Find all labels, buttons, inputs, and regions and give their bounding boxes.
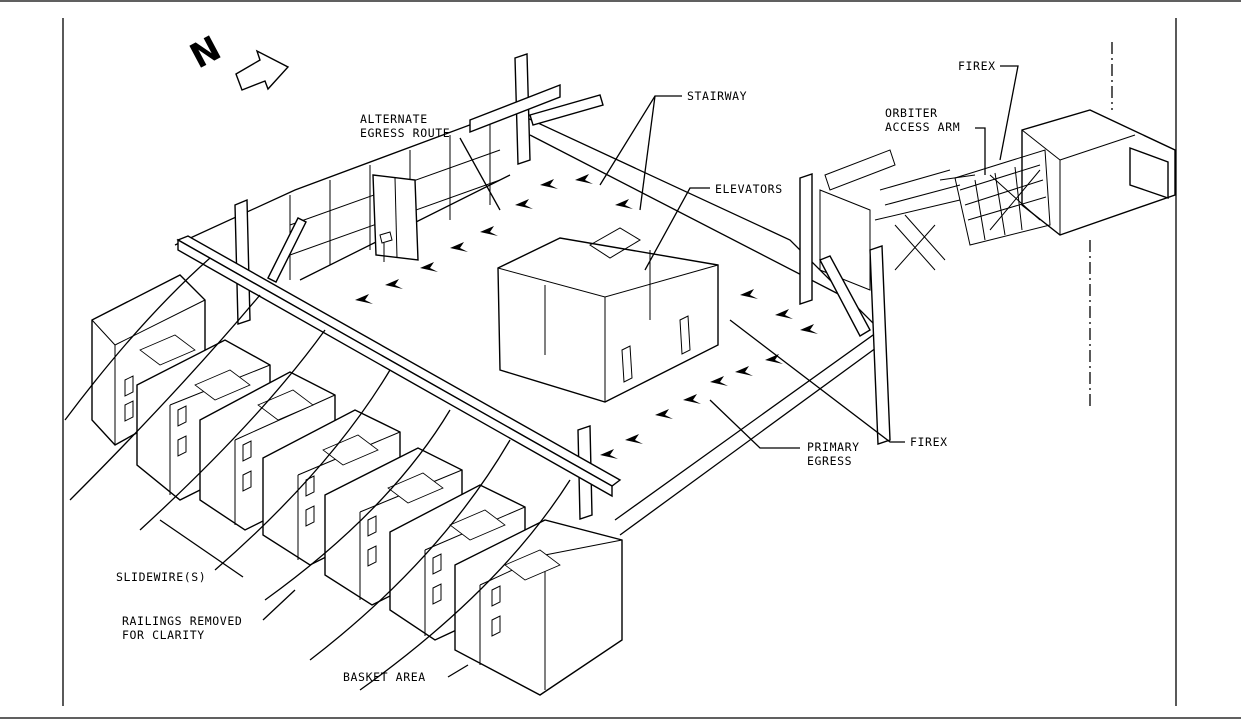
label-basket-area: BASKET AREA bbox=[343, 670, 426, 684]
elevator-house bbox=[497, 227, 719, 403]
label-stairway: STAIRWAY bbox=[687, 89, 747, 103]
north-letter: N bbox=[184, 28, 228, 77]
basket bbox=[454, 519, 623, 696]
label-primary-egress-2: EGRESS bbox=[807, 454, 852, 468]
label-alternate-egress-2: EGRESS ROUTE bbox=[360, 126, 450, 140]
label-firex-right: FIREX bbox=[910, 435, 948, 449]
escape-baskets bbox=[91, 274, 623, 696]
egress-chevron-icon bbox=[355, 174, 818, 459]
label-elevators: ELEVATORS bbox=[715, 182, 783, 196]
label-primary-egress-1: PRIMARY bbox=[807, 440, 860, 454]
orbiter-access-arm bbox=[939, 42, 1176, 410]
label-firex-top: FIREX bbox=[958, 59, 996, 73]
label-railings-1: RAILINGS REMOVED bbox=[122, 614, 242, 628]
label-alternate-egress-1: ALTERNATE bbox=[360, 112, 428, 126]
slidewires bbox=[64, 257, 571, 691]
label-orbiter-2: ACCESS ARM bbox=[885, 120, 960, 134]
label-orbiter-1: ORBITER bbox=[885, 106, 938, 120]
deck-structure bbox=[174, 53, 961, 536]
label-railings-2: FOR CLARITY bbox=[122, 628, 205, 642]
label-slidewires: SLIDEWIRE(S) bbox=[116, 570, 206, 584]
callout-leaders bbox=[159, 65, 1019, 678]
north-arrow-icon: N bbox=[184, 28, 290, 91]
text-labels: STAIRWAY ALTERNATE EGRESS ROUTE ELEVATOR… bbox=[116, 59, 996, 684]
